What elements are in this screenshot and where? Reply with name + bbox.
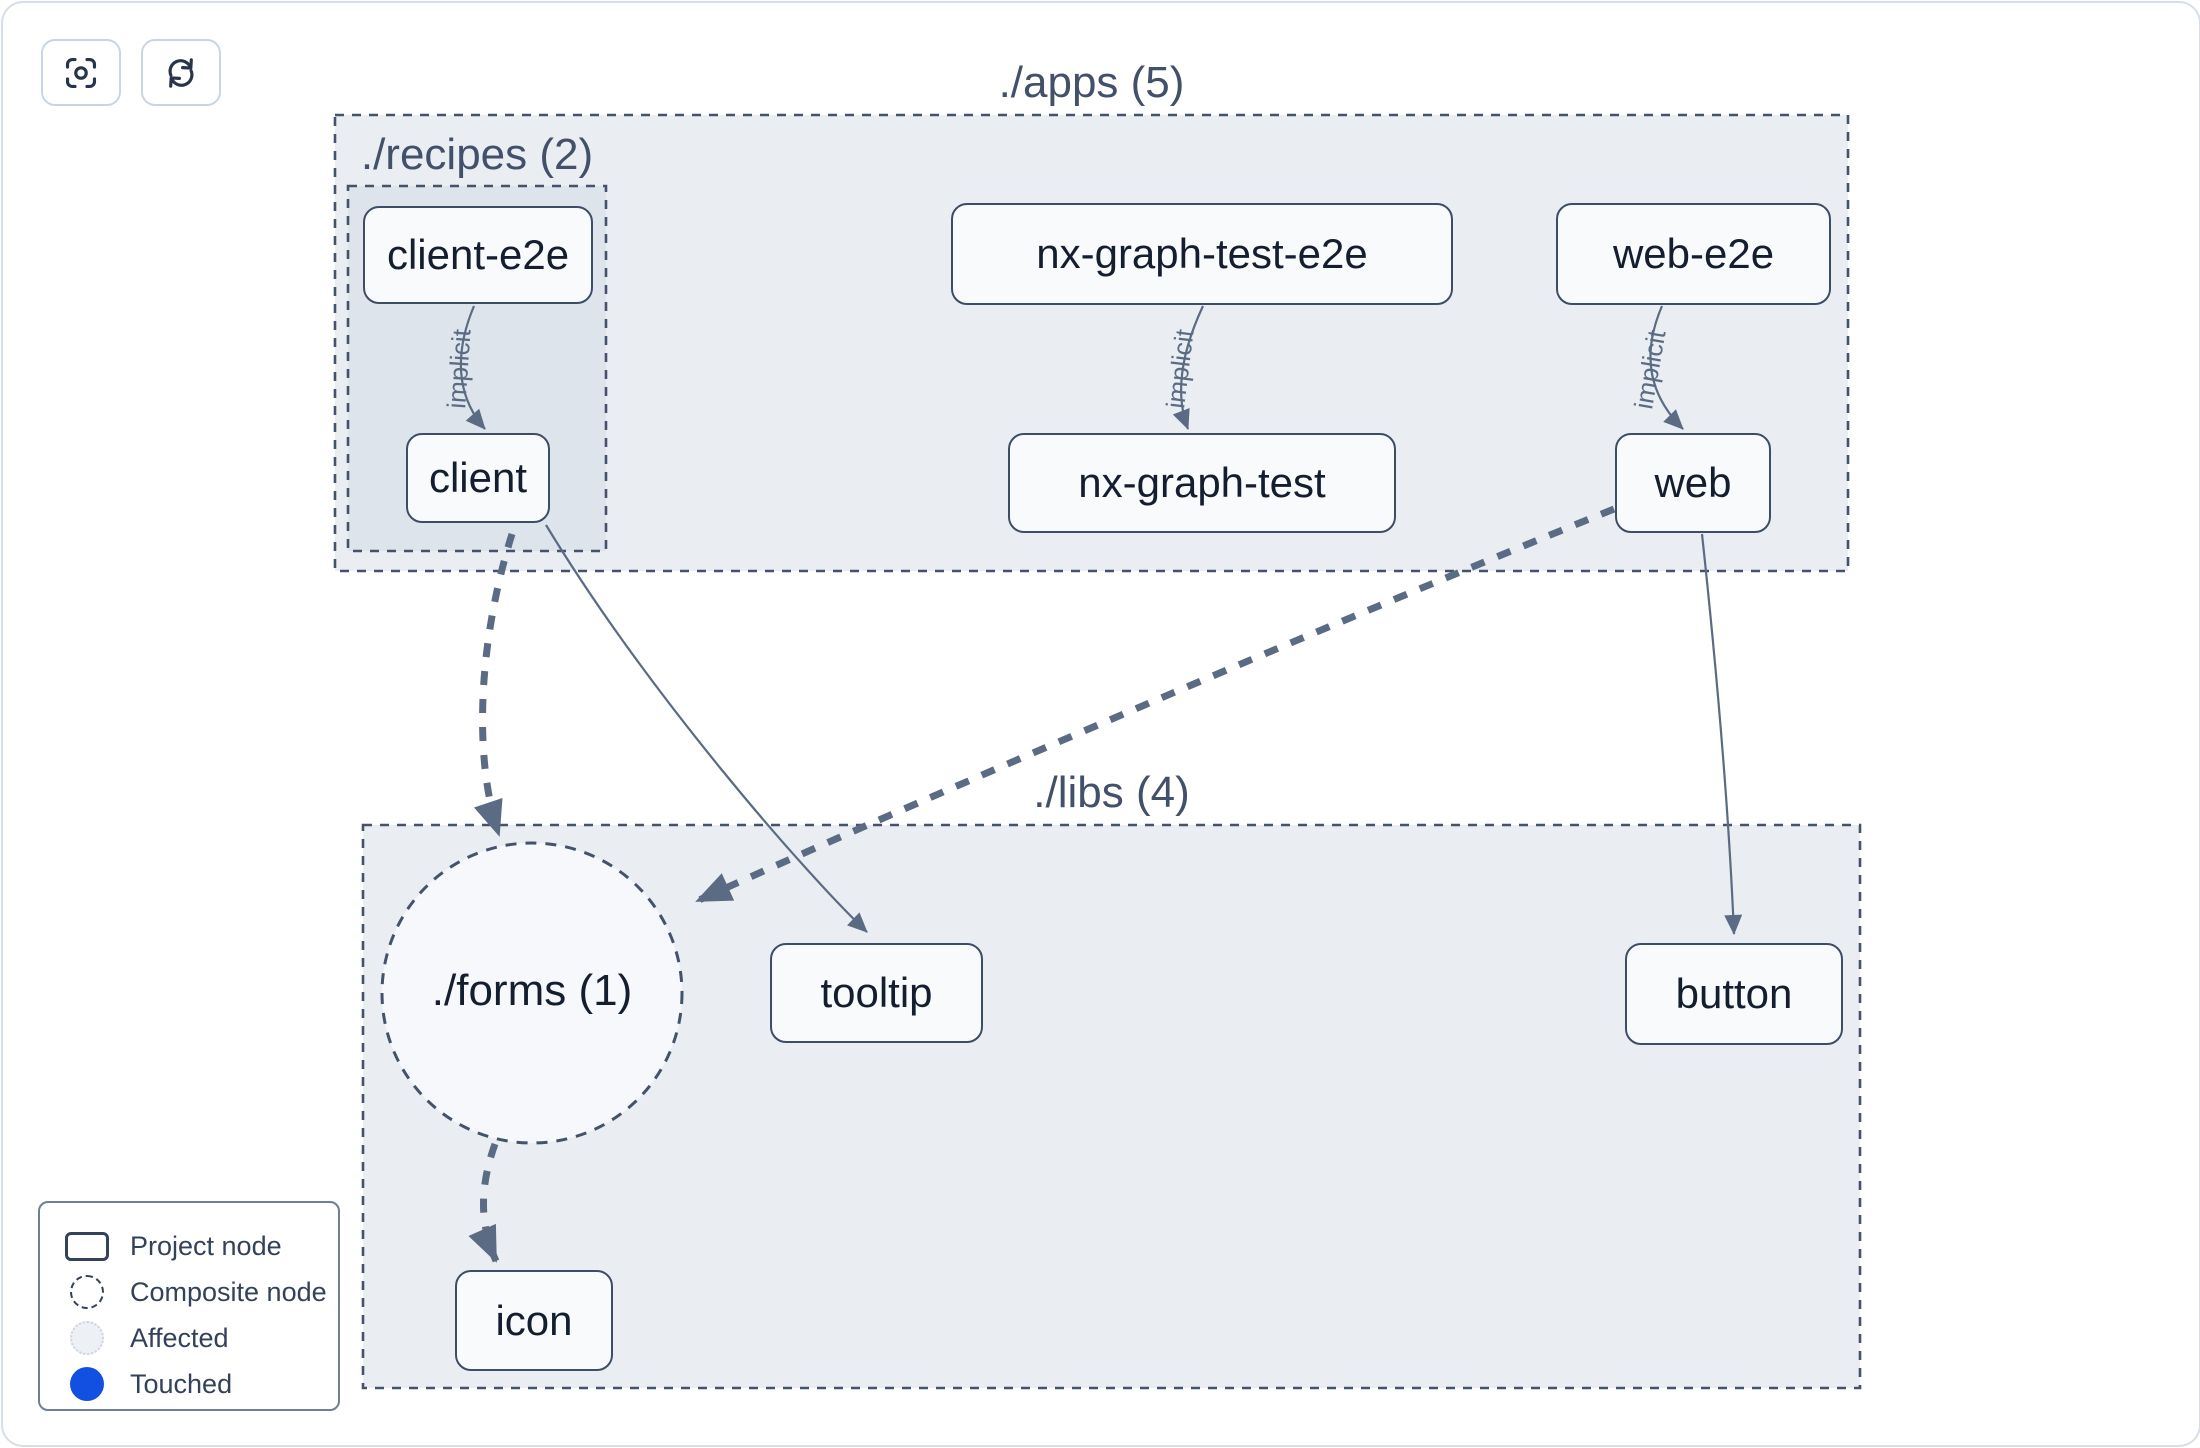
project-node-client-e2e[interactable]: client-e2e [363, 206, 593, 304]
legend-item-composite-node: Composite node [62, 1269, 338, 1315]
group-libs-title: ./libs (4) [1033, 768, 1190, 817]
node-label: tooltip [820, 969, 933, 1016]
touched-swatch-icon [62, 1367, 112, 1401]
project-node-button[interactable]: button [1625, 943, 1843, 1045]
composite-node-forms[interactable] [380, 841, 684, 1145]
edge-client-to-tooltip [545, 524, 868, 933]
legend-item-touched: Touched [62, 1361, 338, 1407]
affected-swatch-icon [62, 1321, 112, 1355]
edge-web-e2e-to-web [1649, 305, 1684, 430]
refresh-cycle-icon [168, 57, 194, 88]
edge-label-implicit: implicit [441, 327, 477, 409]
project-node-web-e2e[interactable]: web-e2e [1556, 203, 1831, 305]
node-label: web-e2e [1612, 230, 1775, 277]
node-label: button [1675, 970, 1793, 1017]
project-node-icon[interactable]: icon [455, 1270, 613, 1371]
node-label: client-e2e [386, 231, 570, 278]
legend-item-project-node: Project node [62, 1223, 338, 1269]
node-label: web [1654, 459, 1732, 506]
edge-client-e2e-to-client [459, 305, 486, 430]
composite-node-forms-label[interactable]: ./forms (1) [431, 966, 633, 1015]
edge-web-to-button [1700, 533, 1743, 935]
project-node-tooltip[interactable]: tooltip [770, 943, 983, 1043]
legend-label: Project node [130, 1230, 282, 1261]
project-node-web[interactable]: web [1615, 433, 1771, 533]
project-node-swatch-icon [62, 1231, 112, 1261]
edge-nx-graph-test-e2e-to-nx-graph-test [1172, 305, 1204, 430]
edge-forms-to-icon [468, 1142, 500, 1263]
legend-label: Composite node [130, 1276, 327, 1307]
legend-label: Affected [130, 1322, 229, 1353]
node-label: nx-graph-test [1078, 459, 1326, 506]
project-node-client[interactable]: client [406, 433, 550, 523]
project-node-nx-graph-test-e2e[interactable]: nx-graph-test-e2e [951, 203, 1453, 305]
focus-crosshair-icon [65, 57, 97, 88]
edge-client-to-forms [474, 532, 516, 837]
edge-web-to-forms [695, 505, 1616, 905]
refresh-button[interactable] [141, 39, 221, 106]
node-label: client [428, 454, 528, 501]
legend: Project node Composite node Affected Tou… [38, 1201, 340, 1411]
legend-item-affected: Affected [62, 1315, 338, 1361]
node-label: nx-graph-test-e2e [1036, 230, 1368, 277]
toolbar [41, 39, 221, 106]
node-label: icon [495, 1296, 573, 1344]
composite-node-swatch-icon [62, 1275, 112, 1309]
legend-label: Touched [130, 1368, 233, 1399]
project-node-nx-graph-test[interactable]: nx-graph-test [1008, 433, 1396, 533]
group-recipes-title: ./recipes (2) [360, 130, 594, 179]
group-apps-title: ./apps (5) [998, 58, 1185, 107]
center-graph-button[interactable] [41, 39, 121, 106]
